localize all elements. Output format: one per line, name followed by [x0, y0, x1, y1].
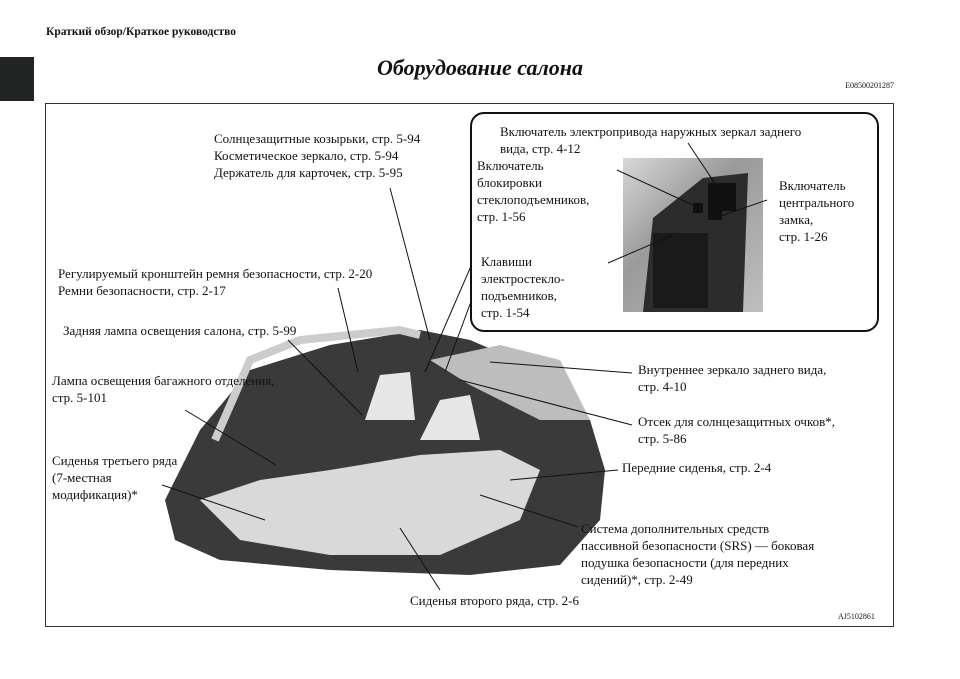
door-switch-photo	[623, 158, 763, 312]
dashboard	[430, 345, 590, 420]
car-roof-outline	[211, 325, 421, 442]
label-window-lock: Включатель блокировки стеклоподъемников,…	[477, 158, 590, 224]
label-front-seats: Передние сиденья, стр. 2-4	[622, 460, 772, 475]
front-seat	[365, 372, 480, 440]
illustration-frame	[45, 103, 894, 627]
switch-panel	[643, 173, 748, 312]
label-glasses-holder: Отсек для солнцезащитных очков*, стр. 5-…	[638, 414, 835, 446]
leader-lines	[161, 187, 633, 591]
chapter-tab	[0, 57, 34, 101]
label-luggage-lamp: Лампа освещения багажного отделения, стр…	[52, 373, 275, 405]
section-header: Краткий обзор/Краткое руководство	[46, 26, 236, 38]
label-third-row: Сиденья третьего ряда (7-местная модифик…	[52, 453, 178, 502]
label-inner-mirror: Внутреннее зеркало заднего вида, стр. 4-…	[638, 362, 827, 394]
label-rear-lamp: Задняя лампа освещения салона, стр. 5-99	[63, 323, 297, 338]
label-seat-belt: Регулируемый кронштейн ремня безопасност…	[58, 266, 373, 298]
label-central-lock: Включатель центрального замка, стр. 1-26	[779, 178, 855, 244]
figure-id: AJ5102861	[838, 612, 875, 621]
page-title: Оборудование салона	[377, 55, 583, 80]
label-window-switches: Клавиши электростекло- подъемников, стр.…	[481, 254, 565, 320]
section-code: E08500201287	[845, 81, 894, 90]
label-mirror-switch: Включатель электропривода наружных зерка…	[500, 124, 802, 156]
label-srs: Система дополнительных средств пассивной…	[581, 521, 815, 587]
label-second-row: Сиденья второго ряда, стр. 2-6	[410, 593, 580, 608]
label-sun-visors: Солнцезащитные козырьки, стр. 5-94 Косме…	[214, 131, 421, 180]
seats	[200, 450, 540, 555]
